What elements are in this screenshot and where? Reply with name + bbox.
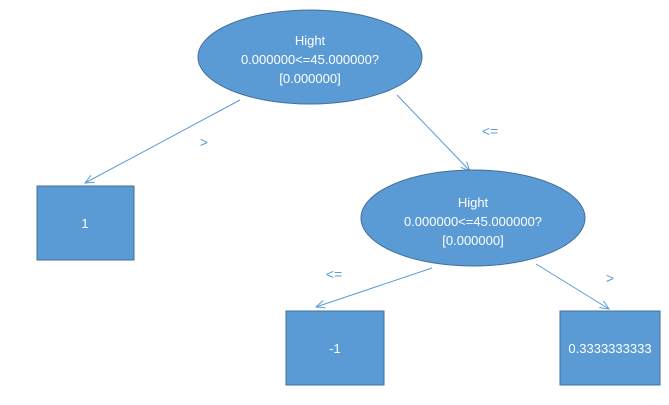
inner-node-condition: 0.000000<=45.000000? (404, 214, 542, 229)
leaf-right-value: 0.3333333333 (568, 341, 651, 356)
inner-node-value: [0.000000] (442, 233, 503, 248)
root-node-feature: Hight (295, 33, 326, 48)
root-node-condition: 0.000000<=45.000000? (241, 52, 379, 67)
leaf-right-shape (559, 310, 661, 386)
leaf-left-shape (36, 185, 135, 261)
leaf-node-left: 1 (36, 185, 135, 261)
leaf-left-value: 1 (81, 216, 88, 231)
root-decision-node: Hight 0.000000<=45.000000? [0.000000] (197, 9, 423, 105)
leaf-node-right: 0.3333333333 (559, 310, 661, 386)
leaf-node-mid: -1 (285, 310, 385, 386)
edge-label-inner-leaf-right: > (606, 270, 614, 286)
leaf-mid-value: -1 (329, 341, 341, 356)
inner-decision-node: Hight 0.000000<=45.000000? [0.000000] (360, 169, 586, 267)
edge-inner-to-leaf-right (535, 263, 609, 309)
edge-label-inner-leaf-mid: <= (326, 266, 342, 282)
inner-node-shape (360, 169, 586, 267)
edge-inner-to-leaf-mid (316, 267, 433, 307)
edge-label-root-leaf-left: > (200, 134, 208, 150)
root-node-value: [0.000000] (279, 71, 340, 86)
edge-label-root-inner: <= (482, 123, 498, 139)
root-node-shape (197, 9, 423, 105)
inner-node-feature: Hight (458, 195, 489, 210)
edge-root-to-inner (396, 94, 470, 171)
leaf-mid-shape (285, 310, 385, 386)
edge-root-to-leaf-left (85, 99, 241, 183)
